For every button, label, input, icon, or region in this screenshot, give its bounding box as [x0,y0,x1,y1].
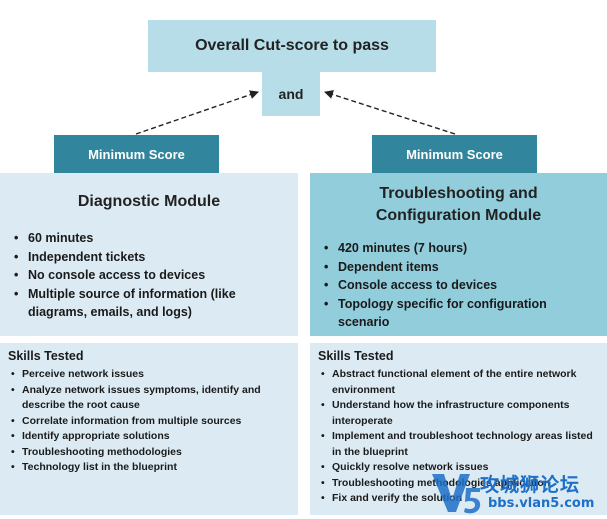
minimum-score-left: Minimum Score [54,135,219,173]
fact-item: Topology specific for configuration scen… [320,295,597,332]
minimum-score-right: Minimum Score [372,135,537,173]
fact-item: Console access to devices [320,276,597,295]
troubleshooting-module-panel: Troubleshooting and Configuration Module… [310,173,607,336]
fact-item: 60 minutes [10,229,288,248]
diagnostic-module-panel: Diagnostic Module 60 minutes Independent… [0,173,298,336]
fact-item: Independent tickets [10,248,288,267]
diagnostic-skills-list: Perceive network issues Analyze network … [8,367,290,476]
fact-item: 420 minutes (7 hours) [320,239,597,258]
and-connector-box: and [262,72,320,116]
troubleshooting-module-facts: 420 minutes (7 hours) Dependent items Co… [320,239,597,332]
skill-item: Fix and verify the solution [318,491,599,507]
skill-item: Quickly resolve network issues [318,460,599,476]
skill-item: Technology list in the blueprint [8,460,290,476]
skill-item: Correlate information from multiple sour… [8,414,290,430]
diagnostic-module-title: Diagnostic Module [77,193,221,210]
skill-item: Perceive network issues [8,367,290,383]
troubleshooting-skills-list: Abstract functional element of the entir… [318,367,599,507]
troubleshooting-module-title-line1: Troubleshooting and [379,185,538,202]
troubleshooting-module-title-line2: Configuration Module [375,207,542,224]
minimum-score-right-label: Minimum Score [406,146,503,162]
fact-item: Multiple source of information (like dia… [10,285,288,322]
skill-item: Troubleshooting methodologies [8,445,290,461]
skill-item: Implement and troubleshoot technology ar… [318,429,599,460]
skills-tested-heading: Skills Tested [318,349,394,363]
minimum-score-left-label: Minimum Score [88,146,185,162]
skill-item: Troubleshooting methodologies applicatio… [318,476,599,492]
fact-item: No console access to devices [10,266,288,285]
troubleshooting-module-title: Troubleshooting and Configuration Module [320,183,597,227]
skill-item: Analyze network issues symptoms, identif… [8,383,290,414]
and-connector-label: and [278,86,304,102]
overall-cut-score-title: Overall Cut-score to pass [195,37,389,54]
skills-tested-heading: Skills Tested [8,349,84,363]
troubleshooting-skills-panel: Skills Tested Abstract functional elemen… [310,343,607,515]
overall-cut-score-box: Overall Cut-score to pass [148,20,436,72]
skill-item: Understand how the infrastructure compon… [318,398,599,429]
fact-item: Dependent items [320,258,597,277]
diagnostic-module-facts: 60 minutes Independent tickets No consol… [10,229,288,322]
diagnostic-skills-panel: Skills Tested Perceive network issues An… [0,343,298,515]
skill-item: Identify appropriate solutions [8,429,290,445]
left-arrow [135,90,259,135]
skill-item: Abstract functional element of the entir… [318,367,599,398]
right-arrow [324,90,456,135]
